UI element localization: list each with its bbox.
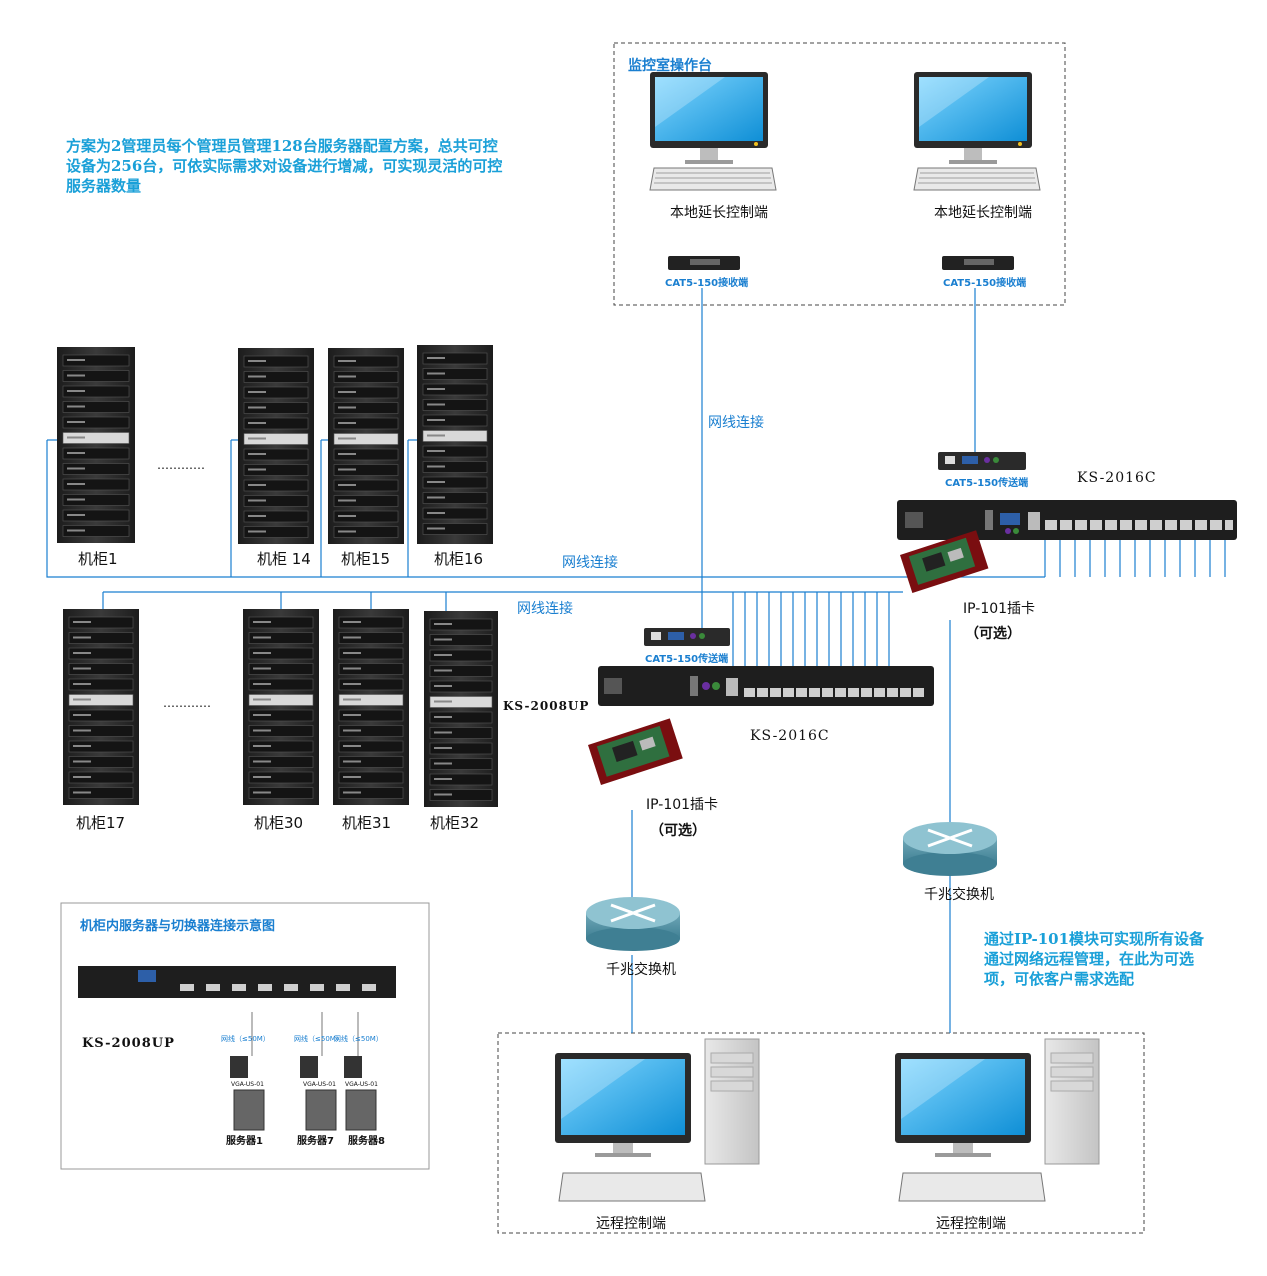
switch-right xyxy=(903,822,997,876)
inset-dongle-label: VGA-US-01 xyxy=(303,1081,336,1088)
kvm-mid-label: KS-2016C xyxy=(750,728,830,744)
inset-server-label: 服务器1 xyxy=(226,1136,263,1147)
remote-console-2 xyxy=(895,1038,1100,1202)
switch-label: 千兆交换机 xyxy=(924,887,994,903)
local-console-2 xyxy=(913,72,1041,191)
server-rack xyxy=(333,609,409,805)
inset-cable-label: 网线（≤50M） xyxy=(294,1035,343,1043)
kvm-cabinet-label: KS-2008UP xyxy=(503,699,590,713)
inset-kvm-device xyxy=(78,966,396,1056)
ip-card-label: IP-101插卡 xyxy=(963,601,1036,617)
ip-module-note: 通过IP-101模块可实现所有设备 通过网络远程管理，在此为可选 项，可依客户需… xyxy=(984,929,1204,989)
server-rack xyxy=(238,348,314,544)
server-rack xyxy=(57,347,135,543)
optional-label: （可选） xyxy=(650,823,706,839)
cabinet-label: 机柜1 xyxy=(78,550,118,568)
ellipsis: ………… xyxy=(157,458,205,472)
cabinet-label: 机柜 14 xyxy=(257,550,311,568)
switch-label: 千兆交换机 xyxy=(606,962,676,978)
plan-note-line: 方案为2管理员每个管理员管理128台服务器配置方案，总共可控 xyxy=(66,137,498,155)
kvm-mid-unit xyxy=(598,666,934,706)
switch-left xyxy=(586,897,680,951)
cable-label: 网线连接 xyxy=(517,601,573,617)
ip-card-top xyxy=(900,530,989,594)
control-room-frame xyxy=(613,42,1066,306)
inset-title: 机柜内服务器与切换器连接示意图 xyxy=(80,919,276,934)
cabinet-label: 机柜17 xyxy=(76,814,126,832)
plan-note: 方案为2管理员每个管理员管理128台服务器配置方案，总共可控 设备为256台，可… xyxy=(66,136,502,196)
inset-dongle-label: VGA-US-01 xyxy=(231,1081,264,1088)
server-racks xyxy=(57,345,498,807)
server-rack xyxy=(328,348,404,544)
server-rack xyxy=(243,609,319,805)
ip-note-line: 通过IP-101模块可实现所有设备 xyxy=(984,930,1205,948)
local-console-1 xyxy=(649,72,777,191)
cabinet-label: 机柜31 xyxy=(342,814,392,832)
inset-cable-label: 网线（≤50M） xyxy=(334,1035,383,1043)
plan-note-line: 设备为256台，可依实际需求对设备进行增减，可实现灵活的可控 xyxy=(66,157,503,175)
remote-console-1 xyxy=(555,1038,760,1202)
transmitter-label: CAT5-150传送端 xyxy=(945,478,1029,489)
ellipsis: ………… xyxy=(163,696,211,710)
ip-card-label: IP-101插卡 xyxy=(646,797,719,813)
ip-note-line: 通过网络远程管理，在此为可选 xyxy=(984,950,1195,968)
cabinet-label: 机柜15 xyxy=(341,550,391,568)
receiver-label: CAT5-150接收端 xyxy=(665,278,749,289)
cabinet-label: 机柜30 xyxy=(254,814,304,832)
transmitter-mid xyxy=(644,628,730,646)
plan-note-line: 服务器数量 xyxy=(66,177,142,195)
remote-console-label: 远程控制端 xyxy=(596,1216,666,1232)
receiver-2 xyxy=(942,256,1014,270)
cabinet-label: 机柜32 xyxy=(430,814,480,832)
server-rack xyxy=(417,345,493,544)
local-console-label: 本地延长控制端 xyxy=(934,205,1032,221)
control-room-title: 监控室操作台 xyxy=(628,58,712,74)
ip-note-line: 项，可依客户需求选配 xyxy=(984,970,1135,988)
inset-cable-label: 网线（≤50M） xyxy=(221,1035,270,1043)
server-rack xyxy=(424,611,498,807)
server-rack xyxy=(63,609,139,805)
inset-servers xyxy=(230,1056,377,1131)
cable-label: 网线连接 xyxy=(562,555,618,571)
optional-label: （可选） xyxy=(965,626,1021,642)
kvm-top-label: KS-2016C xyxy=(1077,470,1157,486)
transmitter-label: CAT5-150传送端 xyxy=(645,654,729,665)
inset-device-label: KS-2008UP xyxy=(82,1036,175,1051)
remote-frame xyxy=(497,1032,1145,1234)
cable-label: 网线连接 xyxy=(708,415,764,431)
receiver-label: CAT5-150接收端 xyxy=(943,278,1027,289)
inset-server-label: 服务器7 xyxy=(297,1136,334,1147)
ip-card-mid xyxy=(588,718,683,785)
cabinet-label: 机柜16 xyxy=(434,550,484,568)
inset-dongle-label: VGA-US-01 xyxy=(345,1081,378,1088)
local-console-label: 本地延长控制端 xyxy=(670,205,768,221)
kvm-top-unit xyxy=(897,500,1237,540)
receiver-1 xyxy=(668,256,740,270)
transmitter-top xyxy=(938,452,1026,470)
remote-console-label: 远程控制端 xyxy=(936,1216,1006,1232)
inset-server-label: 服务器8 xyxy=(348,1136,385,1147)
